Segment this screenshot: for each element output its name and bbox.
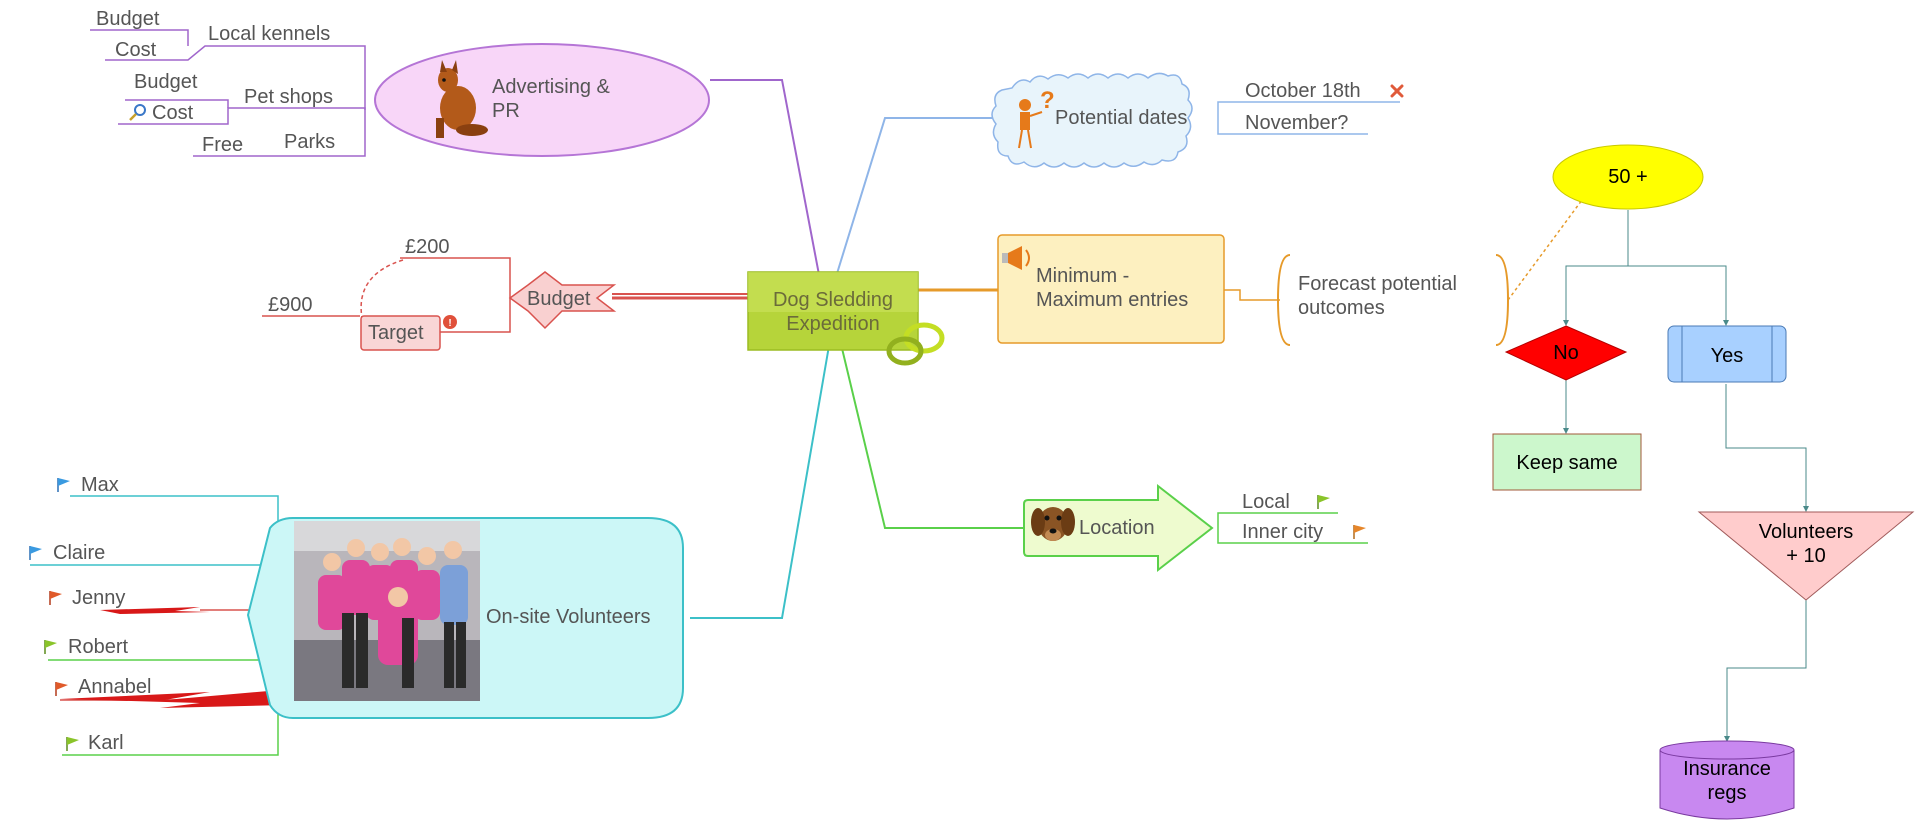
volunteer-max[interactable]: Max — [81, 474, 119, 496]
target-node-shape — [360, 315, 441, 351]
flowchart-lines — [1565, 210, 1807, 740]
location-branch-line — [839, 339, 1025, 529]
link-rings-icon — [886, 322, 945, 366]
dates-branch-line — [834, 117, 1002, 281]
volunteer-karl[interactable]: Karl — [88, 732, 124, 754]
forecast-dashed-link — [1507, 199, 1583, 301]
annabel-connector-bolt — [60, 690, 285, 708]
flowchart-yes-label[interactable]: Yes — [1710, 345, 1744, 367]
local-kennels-cost[interactable]: Cost — [115, 39, 157, 61]
warning-icon — [443, 315, 457, 329]
jenny-connector-bolt — [100, 607, 210, 614]
flowchart-no-label[interactable]: No — [1553, 342, 1579, 364]
flag-orange-icon-inner-city — [1353, 525, 1366, 539]
flag-green-icon-local — [1317, 495, 1330, 509]
pet-shops-budget[interactable]: Budget — [134, 71, 198, 93]
budget-amount-200[interactable]: £200 — [405, 236, 450, 258]
yes-process-shape — [1667, 325, 1787, 383]
budget-star-shape — [508, 271, 617, 330]
pet-shops-label[interactable]: Pet shops — [244, 86, 333, 108]
local-kennels-budget[interactable]: Budget — [96, 8, 160, 30]
volunteer-sub-lines — [30, 495, 279, 756]
flowchart-insurance-label[interactable]: Insurance regs — [1683, 758, 1771, 804]
flag-green-icon-karl — [66, 737, 79, 751]
target-label[interactable]: Target — [368, 322, 424, 344]
budget-sub-lines — [262, 257, 511, 333]
location-sub-lines — [1217, 512, 1368, 544]
location-node-shape — [1023, 483, 1214, 573]
dates-node-shape — [991, 72, 1193, 168]
volunteer-jenny[interactable]: Jenny — [72, 587, 126, 609]
flag-blue-icon-claire — [29, 546, 42, 560]
date-november[interactable]: November? — [1245, 112, 1349, 134]
entries-topic-title[interactable]: Minimum - Maximum entries — [1036, 265, 1189, 311]
flag-red-icon-annabel — [55, 682, 68, 696]
magnifier-icon — [129, 104, 146, 121]
volunteer-claire[interactable]: Claire — [53, 542, 106, 564]
center-branch-lines — [612, 79, 1025, 619]
forecast-outcomes-label[interactable]: Forecast potential outcomes — [1298, 273, 1457, 319]
start-50-plus-shape — [1552, 144, 1704, 210]
advertising-sub-lines — [90, 29, 366, 157]
forecast-left-bracket — [1276, 254, 1291, 346]
parks-label[interactable]: Parks — [284, 131, 336, 153]
volunteers-topic-title[interactable]: On-site Volunteers — [486, 606, 651, 628]
location-topic-title[interactable]: Location — [1079, 517, 1155, 539]
volunteers-photo — [294, 521, 480, 701]
flag-green-icon-robert — [44, 640, 57, 654]
svg-text:?: ? — [1040, 87, 1055, 114]
flowchart-start-label[interactable]: 50 + — [1608, 166, 1648, 188]
no-decision-shape — [1504, 325, 1628, 381]
flowchart-arrowheads — [1563, 320, 1809, 742]
dog-sitting-icon — [436, 60, 488, 138]
keep-same-shape — [1492, 433, 1642, 491]
advertising-topic-title[interactable]: Advertising & PR — [492, 76, 610, 122]
local-kennels-label[interactable]: Local kennels — [208, 23, 331, 45]
volunteer-annabel[interactable]: Annabel — [78, 676, 152, 698]
pet-shops-cost[interactable]: Cost — [152, 102, 194, 124]
target-amount-900[interactable]: £900 — [268, 294, 313, 316]
insurance-cylinder-shape — [1659, 740, 1795, 820]
entries-node-shape — [997, 234, 1225, 344]
forecast-line — [1224, 289, 1280, 301]
dates-topic-title[interactable]: Potential dates — [1055, 107, 1188, 129]
center-topic-title[interactable]: Dog Sledding Expedition — [772, 289, 894, 335]
location-inner-city[interactable]: Inner city — [1242, 521, 1324, 543]
megaphone-icon — [1002, 246, 1030, 270]
presenter-icon: ? — [1018, 87, 1055, 149]
flowchart-volunteers-label[interactable]: Volunteers + 10 — [1758, 521, 1854, 567]
volunteers-branch-line — [690, 339, 831, 619]
volunteers-plus-10-shape — [1697, 511, 1915, 601]
close-x-icon — [1390, 84, 1404, 98]
location-local[interactable]: Local — [1242, 491, 1290, 513]
svg-text:!: ! — [448, 318, 451, 329]
flowchart-keep-same-label[interactable]: Keep same — [1516, 452, 1618, 474]
advertising-branch-line — [710, 79, 821, 281]
flag-blue-icon-max — [57, 478, 70, 492]
flag-red-icon-jenny — [49, 591, 62, 605]
budget-topic-label[interactable]: Budget — [527, 288, 591, 310]
volunteer-robert[interactable]: Robert — [68, 636, 129, 658]
dog-head-icon — [1031, 507, 1075, 541]
dates-sub-lines — [1217, 101, 1400, 135]
parks-free[interactable]: Free — [202, 134, 244, 156]
date-october[interactable]: October 18th — [1245, 80, 1361, 102]
forecast-right-bracket — [1495, 254, 1510, 346]
flags — [29, 478, 1366, 751]
